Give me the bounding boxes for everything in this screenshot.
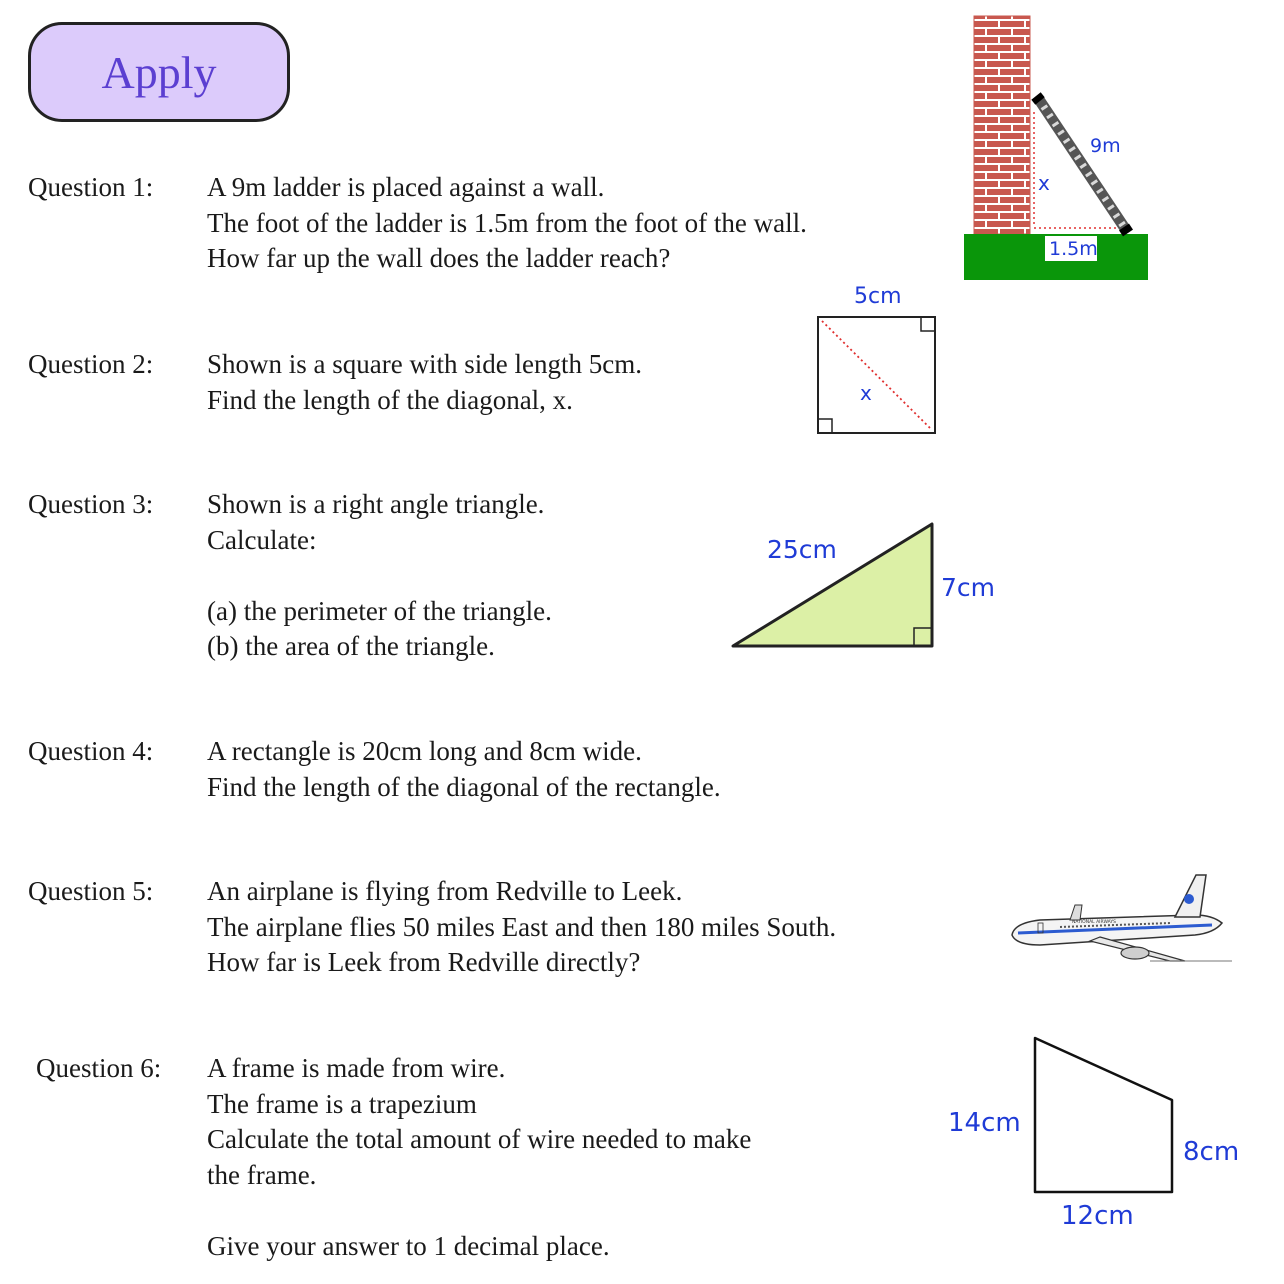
question-1-line: A 9m ladder is placed against a wall. [207, 172, 605, 202]
square-diagonal [821, 320, 932, 430]
ladder-wall-figure: 9m x 1.5m [964, 15, 1148, 280]
trapezium-shape [1033, 1036, 1174, 1194]
question-5-line: The airplane flies 50 miles East and the… [207, 911, 837, 942]
question-4-line: Find the length of the diagonal of the r… [207, 771, 721, 802]
diagonal-label: x [860, 381, 872, 405]
question-3-text: Shown is a right angle triangle. Calcula… [207, 487, 552, 665]
question-2-line: Shown is a square with side length 5cm. [207, 349, 642, 379]
ladder-length-label: 9m [1090, 135, 1121, 157]
question-3-line: Calculate: [207, 524, 317, 555]
question-1-line: The foot of the ladder is 1.5m from the … [207, 207, 807, 238]
question-6-line: A frame is made from wire. [207, 1053, 506, 1083]
tail-logo-icon [1184, 894, 1194, 904]
right-angle-mark [920, 316, 936, 332]
square-figure: 5cm x [817, 284, 936, 434]
airplane-engine [1120, 946, 1150, 960]
right-side-label: 8cm [1183, 1137, 1239, 1167]
square-side-label: 5cm [854, 284, 902, 309]
base-distance-label: 1.5m [1049, 238, 1098, 260]
question-1-label: Question 1: [28, 172, 154, 202]
ladder [1031, 92, 1133, 237]
question-6-line: the frame. [207, 1159, 317, 1190]
airplane-door [1037, 922, 1044, 934]
trapezium-figure: 14cm 8cm 12cm [948, 1036, 1239, 1231]
question-3-label: Question 3: [28, 489, 154, 519]
question-2-text: Shown is a square with side length 5cm. … [207, 347, 642, 418]
base-label-box [1045, 236, 1097, 261]
question-3-line: (b) the area of the triangle. [207, 631, 495, 661]
apply-button: Apply [28, 22, 290, 122]
question-6-line: Calculate the total amount of wire neede… [207, 1124, 752, 1154]
airplane-illustration: NATIONAL AIRWAYS [1011, 874, 1232, 962]
question-6-line [207, 1193, 751, 1229]
question-4-text: A rectangle is 20cm long and 8cm wide. F… [207, 734, 721, 805]
question-5-line: An airplane is flying from Redville to L… [207, 876, 683, 906]
vertical-side-label: 7cm [941, 573, 995, 602]
question-4-line: A rectangle is 20cm long and 8cm wide. [207, 736, 642, 766]
question-5-text: An airplane is flying from Redville to L… [207, 874, 836, 981]
question-5-line: How far is Leek from Redville directly? [207, 947, 641, 977]
question-1-line: How far up the wall does the ladder reac… [207, 243, 671, 273]
question-6-text: A frame is made from wire. The frame is … [207, 1051, 751, 1264]
question-3-line: Shown is a right angle triangle. [207, 489, 545, 519]
wall-height-label: x [1038, 171, 1050, 195]
question-5-label: Question 5: [28, 876, 154, 906]
question-2-label: Question 2: [28, 349, 154, 379]
question-3-line [207, 558, 552, 594]
fuselage-stripe [1017, 923, 1213, 935]
question-6-line: The frame is a trapezium [207, 1088, 477, 1119]
question-4-label: Question 4: [28, 736, 154, 766]
right-angle-mark [913, 627, 933, 647]
triangle-shape [731, 522, 934, 648]
fuselage-text: NATIONAL AIRWAYS [1072, 919, 1116, 925]
brick-wall [973, 15, 1031, 235]
bottom-side-label: 12cm [1061, 1201, 1134, 1231]
question-6-line: Give your answer to 1 decimal place. [207, 1230, 610, 1261]
right-angle-mark [817, 418, 833, 434]
question-3-line: (a) the perimeter of the triangle. [207, 595, 552, 626]
question-6-label: Question 6: [36, 1053, 162, 1083]
hypotenuse-label: 25cm [767, 535, 837, 564]
left-side-label: 14cm [948, 1108, 1021, 1138]
right-triangle-figure: 25cm 7cm [731, 522, 995, 648]
question-2-line: Find the length of the diagonal, x. [207, 384, 573, 415]
airplane-fin [1069, 904, 1083, 921]
question-1-text: A 9m ladder is placed against a wall. Th… [207, 170, 807, 277]
